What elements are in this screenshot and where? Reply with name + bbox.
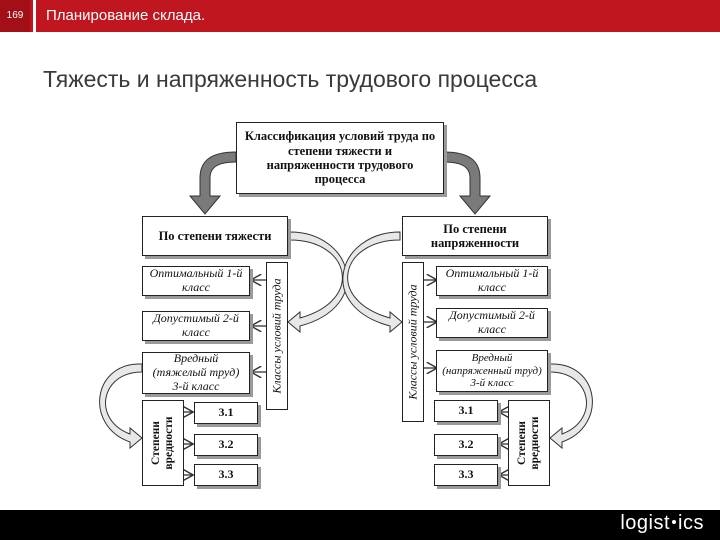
left-sub-connectors (184, 412, 192, 475)
left-subclass-3-1: 3.1 (194, 402, 258, 424)
left-class-allowable-text: Допустимый 2-й класс (153, 311, 239, 339)
root-classification-text: Классификация условий труда по степени т… (244, 129, 436, 187)
right-header-curve-arrow (342, 231, 403, 334)
left-harm-degrees-label: Степени вредности (142, 400, 184, 486)
left-subclass-3-1-text: 3.1 (218, 405, 234, 420)
header-divider (33, 0, 36, 32)
right-harmful-curve-arrow (549, 363, 593, 450)
left-subclass-3-2: 3.2 (194, 434, 258, 456)
right-header-text: По степени напряженности (430, 221, 520, 250)
right-sub-connectors (500, 412, 508, 475)
left-header-box: По степени тяжести (142, 216, 288, 256)
left-harmful-curve-arrow (99, 363, 143, 450)
root-classification-box: Классификация условий труда по степени т… (236, 122, 444, 194)
right-subclass-3-1: 3.1 (434, 400, 498, 422)
right-class-allowable-text: Допустимый 2-й класс (449, 308, 535, 336)
slide-number: 169 (0, 0, 30, 32)
left-header-curve-arrow (287, 231, 348, 334)
right-class-harmful-text: Вредный (напряженный труд) 3-й класс (442, 352, 542, 390)
top-bar: 169 Планирование склада. (0, 0, 720, 32)
left-class-connectors (252, 280, 266, 372)
right-harm-degrees-label: Степени вредности (508, 400, 550, 486)
left-header-text: По степени тяжести (158, 228, 272, 243)
logistics-logo: logist ics (620, 512, 704, 535)
left-subclass-3-3-text: 3.3 (218, 467, 234, 482)
logo-text-right: ics (678, 512, 704, 534)
root-to-right-arrow (443, 151, 492, 215)
right-classes-label-text: Классы условий труда (405, 284, 420, 400)
left-classes-label: Классы условий труда (266, 262, 288, 410)
right-subclass-3-1-text: 3.1 (458, 403, 474, 418)
footer-bar: logist ics (0, 510, 720, 540)
right-subclass-3-3-text: 3.3 (458, 467, 474, 482)
page-title: Тяжесть и напряженность трудового процес… (43, 66, 538, 92)
right-class-connectors (422, 280, 436, 368)
left-class-optimal: Оптимальный 1-й класс (142, 266, 250, 296)
right-class-optimal-text: Оптимальный 1-й класс (445, 266, 539, 294)
left-subclass-3-2-text: 3.2 (218, 437, 234, 452)
right-classes-label: Классы условий труда (402, 262, 424, 422)
left-class-optimal-text: Оптимальный 1-й класс (149, 266, 243, 294)
left-class-harmful-text: Вредный (тяжелый труд) 3-й класс (152, 351, 240, 393)
left-class-harmful: Вредный (тяжелый труд) 3-й класс (142, 351, 250, 394)
right-header-box: По степени напряженности (402, 216, 548, 256)
right-class-optimal: Оптимальный 1-й класс (436, 266, 548, 296)
right-subclass-3-2: 3.2 (434, 434, 498, 456)
diagram-arrows (99, 151, 593, 510)
logo-dot (672, 519, 677, 524)
left-classes-label-text: Классы условий труда (269, 278, 284, 394)
right-harm-degrees-text: Степени вредности (515, 416, 541, 470)
left-harm-degrees-text: Степени вредности (149, 416, 175, 470)
left-subclass-3-3: 3.3 (194, 464, 258, 486)
header-title: Планирование склада. (46, 7, 206, 24)
left-class-allowable: Допустимый 2-й класс (142, 311, 250, 341)
right-class-allowable: Допустимый 2-й класс (436, 308, 548, 338)
root-to-left-arrow (188, 151, 237, 215)
logo-text-left: logist (620, 512, 671, 534)
right-subclass-3-3: 3.3 (434, 464, 498, 486)
right-subclass-3-2-text: 3.2 (458, 437, 474, 452)
right-class-harmful: Вредный (напряженный труд) 3-й класс (436, 350, 548, 392)
